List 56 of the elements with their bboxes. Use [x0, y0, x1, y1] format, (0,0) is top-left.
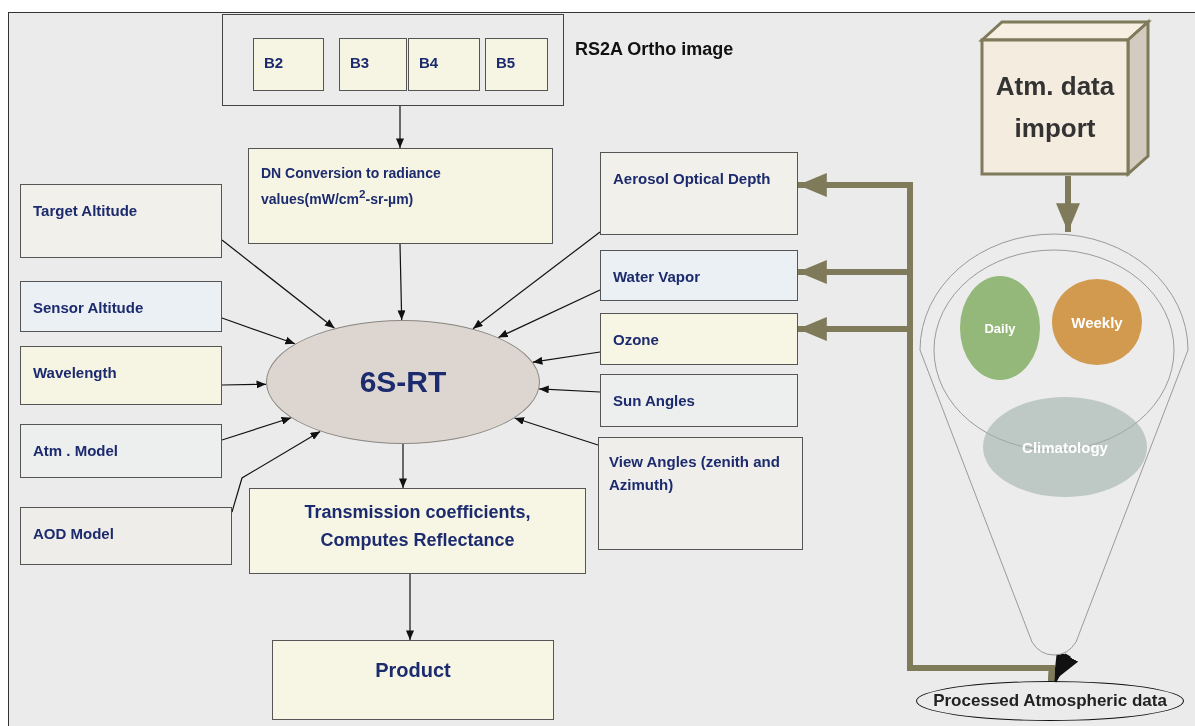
- funnel-drawing: [918, 232, 1190, 655]
- parameter-box: [600, 250, 798, 301]
- parameter-box: [20, 184, 222, 258]
- parameter-box: [600, 152, 798, 235]
- parameter-box: [20, 346, 222, 405]
- node-label: Sensor Altitude: [33, 298, 144, 318]
- node-label: B2: [264, 53, 284, 73]
- arrow: [472, 231, 601, 330]
- parameter-box: [600, 313, 798, 365]
- node-label: Water Vapor: [613, 267, 700, 287]
- process-box: [272, 640, 554, 720]
- arrow: [406, 573, 414, 641]
- image-title: RS2A Ortho image: [575, 39, 734, 60]
- node-label: 6S-RT: [359, 365, 447, 399]
- node-label: Daily: [984, 320, 1016, 336]
- parameter-box: [20, 424, 222, 478]
- node-label: Sun Angles: [613, 391, 695, 411]
- node-label: B4: [419, 53, 439, 73]
- band-box: [485, 38, 548, 91]
- process-box: [249, 488, 586, 574]
- node-label: B5: [496, 53, 516, 73]
- node-label: Target Altitude: [33, 201, 138, 221]
- arrow: [396, 105, 404, 149]
- arrow: [221, 380, 267, 389]
- node-label: Atm . Model: [33, 441, 118, 461]
- arrow: [231, 430, 321, 513]
- parameter-box: [20, 507, 232, 565]
- band-box: [253, 38, 324, 91]
- arrow: [497, 289, 601, 339]
- arrow: [397, 243, 406, 321]
- arrow: [221, 239, 336, 329]
- node-label: Product: [375, 658, 451, 683]
- parameter-box: [600, 374, 798, 427]
- node-label: Ozone: [613, 330, 659, 350]
- arrow: [221, 317, 296, 345]
- node-label: Wavelength: [33, 363, 117, 383]
- parameter-box: [20, 281, 222, 332]
- node-label: AOD Model: [33, 524, 114, 544]
- parameter-box: [598, 437, 803, 550]
- band-box: [339, 38, 407, 91]
- arrow: [538, 385, 601, 394]
- band-box: [408, 38, 480, 91]
- node-label: Processed Atmospheric data: [933, 691, 1167, 711]
- arrow: [399, 443, 407, 489]
- node-label: Weekly: [1071, 313, 1123, 331]
- process-box: [248, 148, 553, 244]
- arrow: [221, 416, 292, 441]
- node-label: Transmission coefficients, Computes Reflectance: [303, 501, 532, 552]
- node-label: Climatology: [1022, 438, 1108, 456]
- node-label: View Angles (zenith and Azimuth): [609, 452, 781, 496]
- node-label: DN Conversion to radiance values(mW/cm$^{2}$-sr-µm): [261, 164, 442, 209]
- node-label: Aerosol Optical Depth: [613, 169, 771, 189]
- arrow: [532, 351, 601, 365]
- arrow: [513, 417, 599, 446]
- arrow: [1056, 176, 1080, 232]
- node-label: B3: [350, 53, 370, 73]
